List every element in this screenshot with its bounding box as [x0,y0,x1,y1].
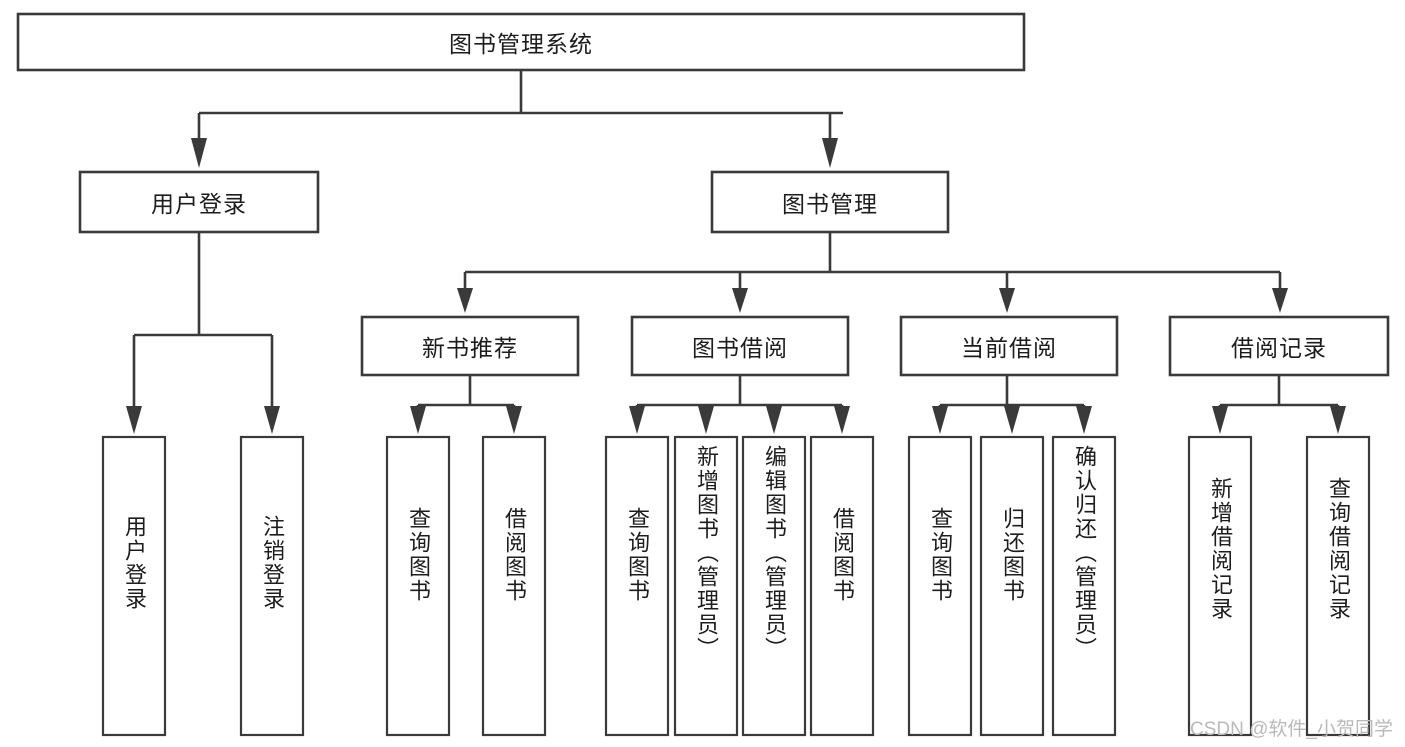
node-box-root[interactable] [16,12,1026,72]
node-box-leaf-edit-book-admin[interactable] [741,435,807,737]
connector-group-new-book-recommend [410,375,522,434]
arrowhead-leaf-query-book-1 [410,406,426,434]
arrowhead-leaf-query-book-2 [629,406,645,434]
connector-group-borrow-record [1212,375,1346,434]
arrowhead-book-borrow [732,288,748,313]
node-box-leaf-borrow-book-1[interactable] [481,435,547,737]
arrowhead-leaf-add-record [1212,406,1228,434]
node-box-current-borrow[interactable] [899,315,1119,377]
arrowhead-leaf-logout [264,406,280,434]
node-box-new-book-recommend[interactable] [360,315,580,377]
node-box-leaf-add-record[interactable] [1187,435,1253,737]
arrowhead-book-manage [822,138,838,168]
arrowhead-leaf-user-login [126,406,142,434]
node-box-leaf-user-login[interactable] [101,435,167,737]
arrowhead-leaf-borrow-book-2 [834,406,850,434]
arrowhead-leaf-edit-book-admin [766,406,782,434]
arrowhead-current-borrow [999,288,1015,313]
connector-group-book-manage [457,232,1288,313]
arrowhead-leaf-query-record [1330,406,1346,434]
arrowhead-leaf-borrow-book-1 [506,406,522,434]
arrowhead-leaf-add-book-admin [698,406,714,434]
node-box-user-login[interactable] [78,170,320,234]
arrowhead-borrow-record [1272,288,1288,313]
arrowhead-leaf-return-book [1004,406,1020,434]
connector-group-book-borrow [629,375,850,434]
arrowhead-new-book-recommend [457,288,473,313]
node-box-leaf-return-book[interactable] [979,435,1045,737]
node-box-book-borrow[interactable] [630,315,850,377]
connector-group-user-login [126,232,280,434]
node-box-leaf-borrow-book-2[interactable] [809,435,875,737]
arrowhead-leaf-query-book-3 [932,406,948,434]
node-box-leaf-query-book-2[interactable] [604,435,670,737]
arrowhead-user-login [191,138,207,168]
node-box-leaf-query-book-1[interactable] [385,435,451,737]
node-box-leaf-logout[interactable] [239,435,305,737]
arrowhead-leaf-confirm-return-admin [1076,406,1092,434]
node-box-leaf-confirm-return-admin[interactable] [1051,435,1117,737]
connector-group-current-borrow [932,375,1092,434]
node-box-borrow-record[interactable] [1168,315,1390,377]
node-box-leaf-add-book-admin[interactable] [673,435,739,737]
node-box-leaf-query-book-3[interactable] [907,435,973,737]
node-box-leaf-query-record[interactable] [1305,435,1371,737]
node-box-book-manage[interactable] [710,170,950,234]
connector-group-root [191,70,843,168]
